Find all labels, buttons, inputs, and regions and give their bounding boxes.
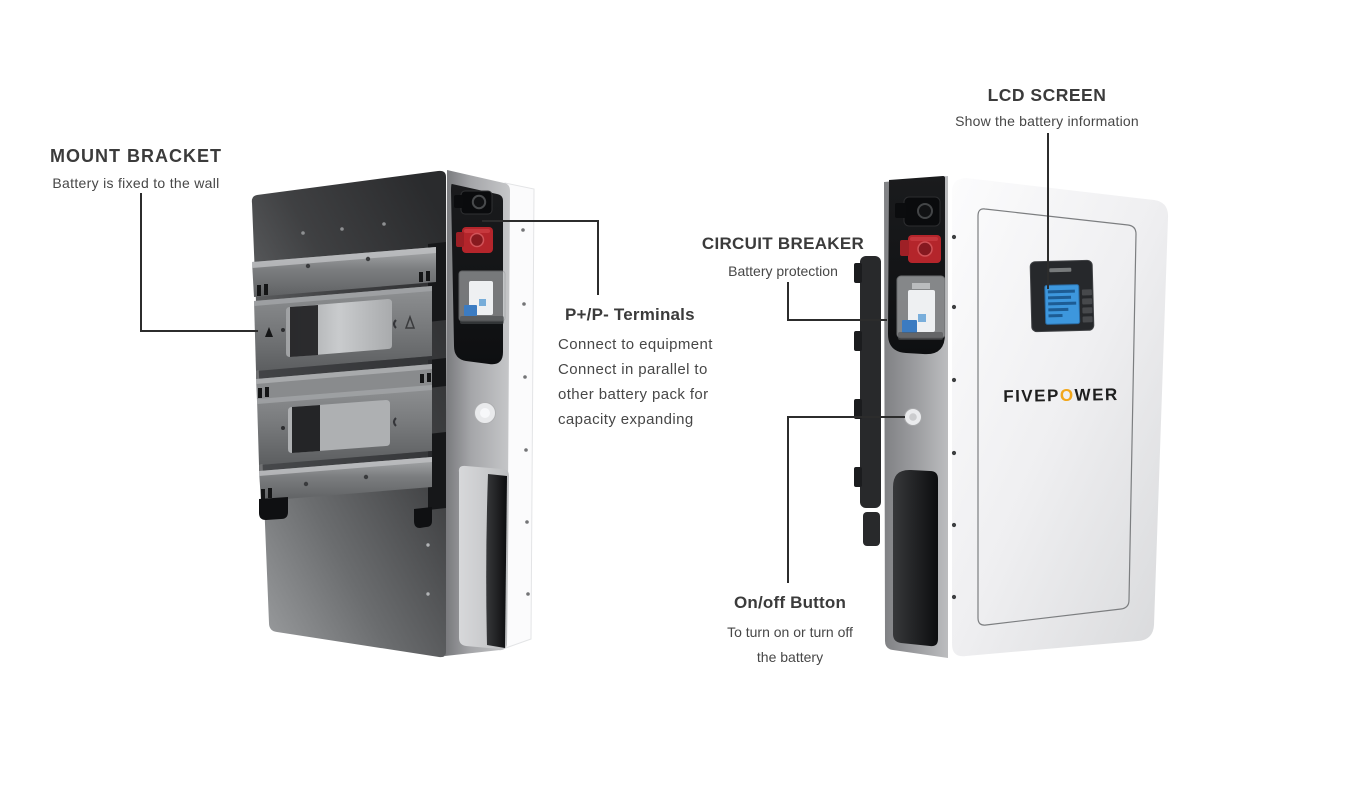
on-off-description-line: the battery: [756, 649, 824, 665]
on-off-button-title: On/off Button: [733, 593, 847, 612]
power-button-back-view: [474, 402, 496, 424]
mount-bracket-mid-rail: [256, 364, 432, 401]
front-face-border-line: [977, 208, 1137, 626]
annotation-lcd-screen: LCD SCREEN Show the battery information: [942, 85, 1152, 129]
terminals-description-line: other battery pack for: [558, 386, 709, 403]
battery-back-view-illustration: [251, 170, 535, 658]
on-off-button: [904, 408, 922, 426]
circuit-breaker-title: CIRCUIT BREAKER: [701, 234, 865, 253]
mount-bracket-plate-lower: [257, 385, 432, 465]
annotation-circuit-breaker: CIRCUIT BREAKER Battery protection: [683, 234, 883, 279]
callout-line-circuit-breaker: [787, 282, 887, 321]
terminal-negative: [454, 190, 493, 215]
terminals-description-line: Connect to equipment: [558, 336, 713, 353]
brand-logo-o: O: [1059, 385, 1075, 406]
brand-logo-suffix: WER: [1074, 384, 1119, 405]
handle-recess-front-view: [893, 469, 938, 647]
brand-logo: FIVEPOWER: [1000, 385, 1122, 407]
brand-logo-prefix: FIVEP: [1003, 386, 1061, 407]
annotation-on-off-button: On/off Button To turn on or turn off the…: [690, 593, 890, 670]
on-off-description-line: To turn on or turn off: [727, 624, 853, 640]
callout-line-on-off-button: [787, 416, 905, 583]
terminal-positive: [456, 227, 493, 253]
callout-line-mount-bracket: [140, 193, 258, 332]
lcd-screen-module: [1029, 259, 1095, 333]
circuit-breaker-description: Battery protection: [728, 263, 838, 279]
battery-front-view-illustration: [854, 176, 1169, 658]
circuit-breaker-module-front: [896, 275, 946, 340]
terminals-description-line: capacity expanding: [558, 411, 694, 428]
bracket-hook-left: [259, 497, 288, 520]
mount-bracket-title: MOUNT BRACKET: [50, 146, 222, 166]
mount-bracket-top-rail: [252, 247, 436, 297]
terminals-title: P+/P- Terminals: [565, 305, 695, 324]
lcd-screen-description: Show the battery information: [955, 113, 1139, 129]
terminal-negative-front: [895, 196, 941, 227]
mount-bracket-bottom-rail: [259, 457, 432, 501]
mount-bracket-description: Battery is fixed to the wall: [52, 175, 220, 191]
wall-rail: [854, 256, 881, 546]
annotation-terminals: P+/P- Terminals Connect to equipment Con…: [558, 305, 753, 432]
lcd-screen-title: LCD SCREEN: [987, 85, 1107, 105]
annotation-mount-bracket: MOUNT BRACKET Battery is fixed to the wa…: [20, 146, 252, 191]
terminals-description-line: Connect in parallel to: [558, 361, 708, 378]
terminal-positive-front: [900, 235, 941, 263]
mount-bracket-plate-upper: [254, 286, 432, 371]
bracket-hook-right: [414, 507, 432, 528]
callout-line-terminals: [482, 220, 599, 295]
handle-recess-back-view: [458, 465, 509, 650]
circuit-breaker-module: [458, 270, 506, 324]
front-face: [952, 178, 1169, 657]
